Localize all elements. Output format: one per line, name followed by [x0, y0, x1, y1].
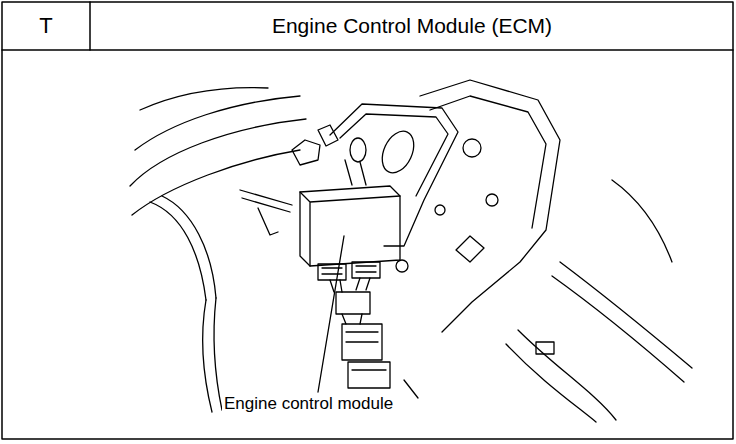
page-frame	[2, 2, 733, 439]
section-letter: T	[37, 14, 54, 38]
leader-line	[404, 380, 418, 398]
header-divider	[89, 2, 91, 50]
header-rule	[2, 49, 733, 51]
illustration	[130, 80, 692, 422]
part-label: Engine control module	[222, 395, 395, 414]
page-title: Engine Control Module (ECM)	[270, 14, 554, 37]
leader-line	[318, 236, 344, 392]
